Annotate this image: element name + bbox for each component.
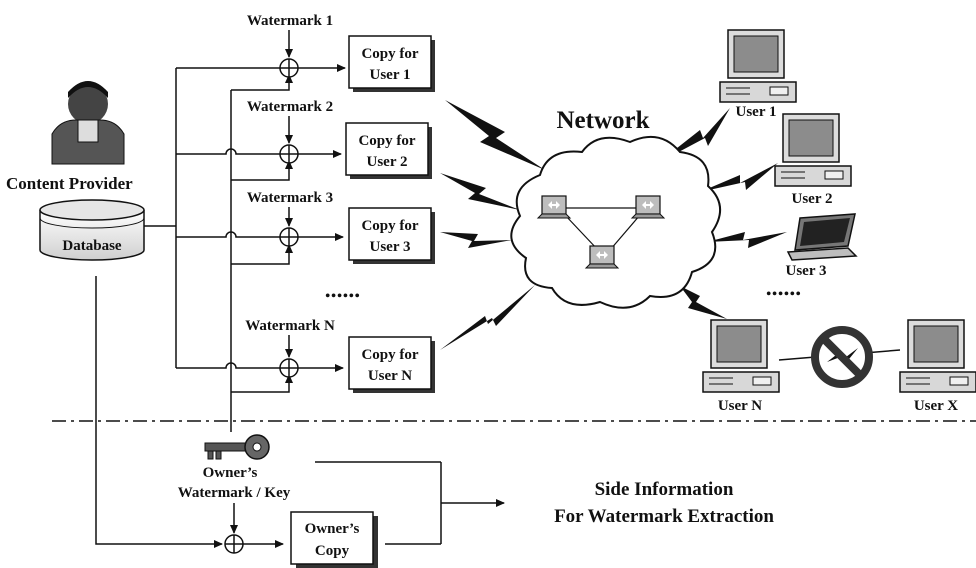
copy-box: Copy for User N [348, 336, 435, 393]
content-provider-label: Content Provider [6, 174, 133, 193]
user-2-computer [774, 113, 852, 187]
rows-ellipsis: •••••• [325, 289, 360, 304]
network-node-icon [537, 195, 571, 219]
copy-box: Copy for User 2 [345, 122, 432, 179]
owner-key-label-line2: Watermark / Key [178, 485, 291, 501]
svg-text:Copy for: Copy for [361, 46, 418, 62]
distribution-lines [95, 67, 293, 548]
user-1-label: User 1 [736, 104, 777, 120]
database-icon [39, 199, 145, 261]
users-ellipsis: •••••• [766, 287, 801, 302]
user-2-label: User 2 [792, 191, 833, 207]
user-x-computer [899, 319, 976, 393]
user-3-label: User 3 [786, 263, 827, 279]
svg-text:User N: User N [368, 368, 412, 384]
network-node-icon [585, 245, 619, 269]
user-n-label: User N [718, 398, 762, 414]
desktop-computer-icon [774, 113, 852, 187]
xor-icon [224, 534, 244, 554]
svg-text:User 1: User 1 [370, 67, 411, 83]
network-node-icon [631, 195, 665, 219]
svg-text:Owner’s: Owner’s [305, 521, 360, 537]
side-info-connector [315, 461, 505, 545]
user-x-label: User X [914, 398, 958, 414]
svg-text:Copy for: Copy for [361, 347, 418, 363]
lightning-icon [440, 232, 512, 248]
desktop-computer-icon [719, 29, 797, 103]
user-3-laptop [786, 213, 858, 261]
owner-copy-box: Owner’s Copy [290, 511, 378, 568]
network-label: Network [556, 107, 649, 134]
desktop-computer-icon [702, 319, 780, 393]
copy-box: Copy for User 3 [348, 207, 435, 264]
database-label: Database [62, 238, 122, 254]
svg-text:Copy for: Copy for [361, 218, 418, 234]
content-provider-icon [51, 81, 125, 165]
watermark-label: Watermark N [245, 318, 335, 334]
desktop-computer-icon [899, 319, 976, 393]
xor-icon [279, 358, 299, 378]
side-info-line1: Side Information [595, 479, 734, 500]
side-info-line2: For Watermark Extraction [554, 506, 774, 527]
user-n-computer [702, 319, 780, 393]
xor-icon [279, 58, 299, 78]
lightning-icon [700, 163, 778, 192]
prohibited-icon [811, 326, 873, 388]
owner-key-label-line1: Owner’s [203, 465, 258, 481]
watermark-row-2: Watermark 2 Copy for User 2 [247, 99, 432, 179]
svg-text:User 3: User 3 [370, 239, 411, 255]
laptop-icon [786, 213, 858, 261]
copy-box: Copy for User 1 [348, 35, 435, 92]
watermark-row-3: Watermark 3 Copy for User 3 [247, 190, 435, 264]
lightning-icon [707, 232, 787, 248]
lightning-icon [445, 100, 545, 170]
svg-text:User 2: User 2 [367, 154, 408, 170]
xor-icon [279, 144, 299, 164]
network-cloud [510, 135, 721, 309]
svg-text:Copy for: Copy for [358, 133, 415, 149]
watermark-label: Watermark 3 [247, 190, 333, 206]
lightning-icon [440, 173, 520, 210]
watermark-label: Watermark 1 [247, 13, 333, 29]
svg-text:Copy: Copy [315, 543, 350, 559]
watermark-label: Watermark 2 [247, 99, 333, 115]
lightning-icon [680, 286, 727, 319]
xor-icon [279, 227, 299, 247]
key-icon [204, 434, 270, 460]
watermark-row-n: Watermark N Copy for User N [245, 318, 435, 393]
user-1-computer [719, 29, 797, 103]
watermark-row-1: Watermark 1 Copy for User 1 [247, 13, 435, 92]
lightning-icon [440, 285, 535, 350]
